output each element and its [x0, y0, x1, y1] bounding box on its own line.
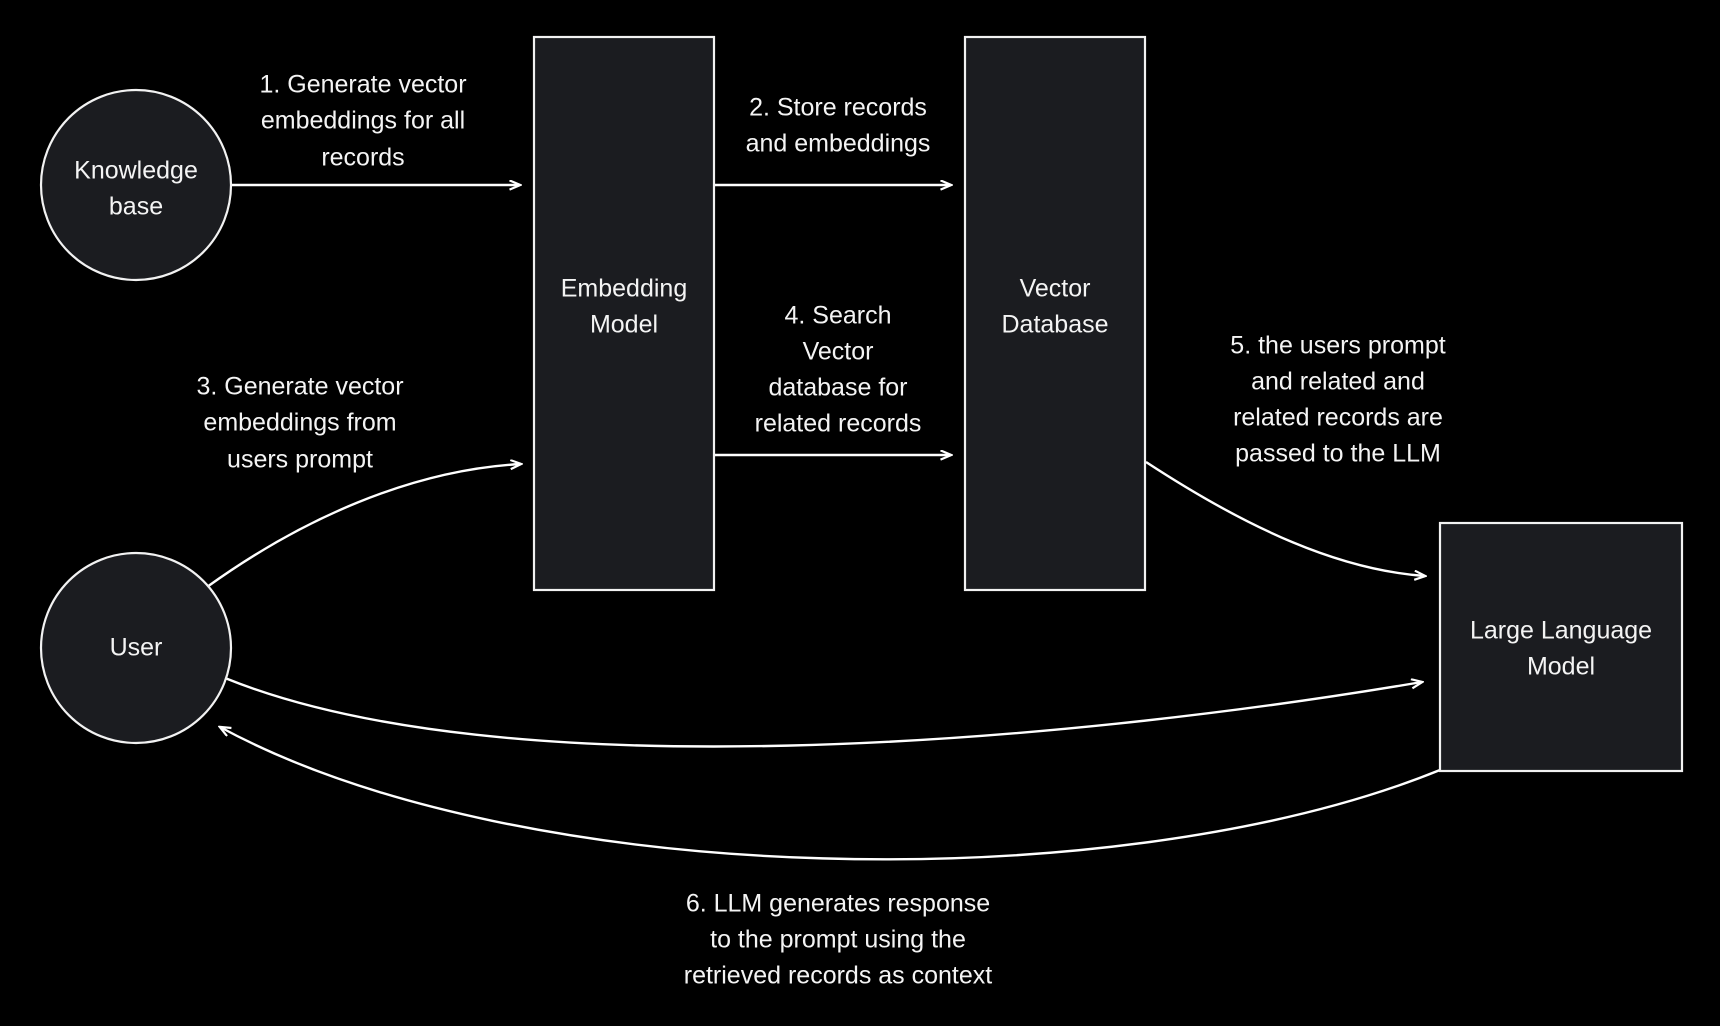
- knowledge-base-circle[interactable]: [39, 88, 233, 282]
- edge-label-step5-line3: related records are: [1233, 404, 1443, 432]
- edge-label-step4-line3: database for: [769, 374, 908, 402]
- edge-label-step5-line4: passed to the LLM: [1235, 440, 1441, 468]
- edge-label-step3-line3: users prompt: [227, 446, 373, 474]
- edge-label-step2-line2: and embeddings: [746, 130, 931, 158]
- edge-label-step6-line2: to the prompt using the: [710, 926, 966, 954]
- edge-user-to-llm: [224, 676, 1422, 748]
- large-language-model-label-line1: Large Language: [1470, 617, 1652, 645]
- edge-label-step1: 1. Generate vector embeddings for all re…: [259, 71, 466, 172]
- edge-label-step1-line1: 1. Generate vector: [259, 71, 466, 99]
- edge-label-step5-line2: and related and: [1251, 368, 1425, 396]
- embedding-model-label-line1: Embedding: [561, 275, 687, 303]
- vector-database-box[interactable]: [963, 35, 1147, 592]
- edge-label-step3-line1: 3. Generate vector: [196, 373, 403, 401]
- edge-step3: [206, 464, 521, 588]
- edge-label-step4-line4: related records: [755, 410, 922, 438]
- edge-label-step3: 3. Generate vector embeddings from users…: [196, 373, 403, 474]
- vector-database-label-line1: Vector: [1020, 275, 1091, 303]
- large-language-model-label-line2: Model: [1527, 653, 1595, 681]
- edge-step6-line: [220, 727, 1441, 861]
- edge-label-step4: 4. Search Vector database for related re…: [755, 302, 922, 438]
- edge-step5-line: [1145, 460, 1425, 576]
- user-label: User: [110, 634, 163, 662]
- user-circle[interactable]: [39, 551, 233, 745]
- edge-label-step5: 5. the users prompt and related and rela…: [1230, 332, 1445, 468]
- embedding-model-label-line2: Model: [590, 311, 658, 339]
- node-embedding-model[interactable]: Embedding Model: [532, 35, 716, 592]
- large-language-model-box[interactable]: [1438, 521, 1684, 773]
- edge-label-step2: 2. Store records and embeddings: [746, 94, 931, 158]
- edge-label-step3-line2: embeddings from: [203, 409, 396, 437]
- edge-step3-line: [206, 464, 521, 588]
- node-knowledge-base[interactable]: Knowledge base: [39, 88, 233, 282]
- edge-label-step5-line1: 5. the users prompt: [1230, 332, 1445, 360]
- edge-label-step1-line3: records: [321, 144, 404, 172]
- edge-label-step4-line1: 4. Search: [784, 302, 891, 330]
- node-vector-database[interactable]: Vector Database: [963, 35, 1147, 592]
- knowledge-base-label-line1: Knowledge: [74, 157, 198, 185]
- edge-step5: [1145, 460, 1425, 576]
- node-large-language-model[interactable]: Large Language Model: [1438, 521, 1684, 773]
- knowledge-base-label-line2: base: [109, 193, 163, 221]
- edge-label-step4-line2: Vector: [803, 338, 874, 366]
- embedding-model-box[interactable]: [532, 35, 716, 592]
- edge-step6: [220, 727, 1441, 861]
- vector-database-label-line2: Database: [1001, 311, 1108, 339]
- edge-user-to-llm-line: [224, 676, 1422, 748]
- edge-label-step2-line1: 2. Store records: [749, 94, 927, 122]
- edge-label-step6-line3: retrieved records as context: [684, 962, 993, 990]
- edge-label-step6-line1: 6. LLM generates response: [686, 890, 990, 918]
- node-user[interactable]: User: [39, 551, 233, 745]
- edge-label-step6: 6. LLM generates response to the prompt …: [684, 890, 993, 990]
- edge-label-step1-line2: embeddings for all: [261, 107, 465, 135]
